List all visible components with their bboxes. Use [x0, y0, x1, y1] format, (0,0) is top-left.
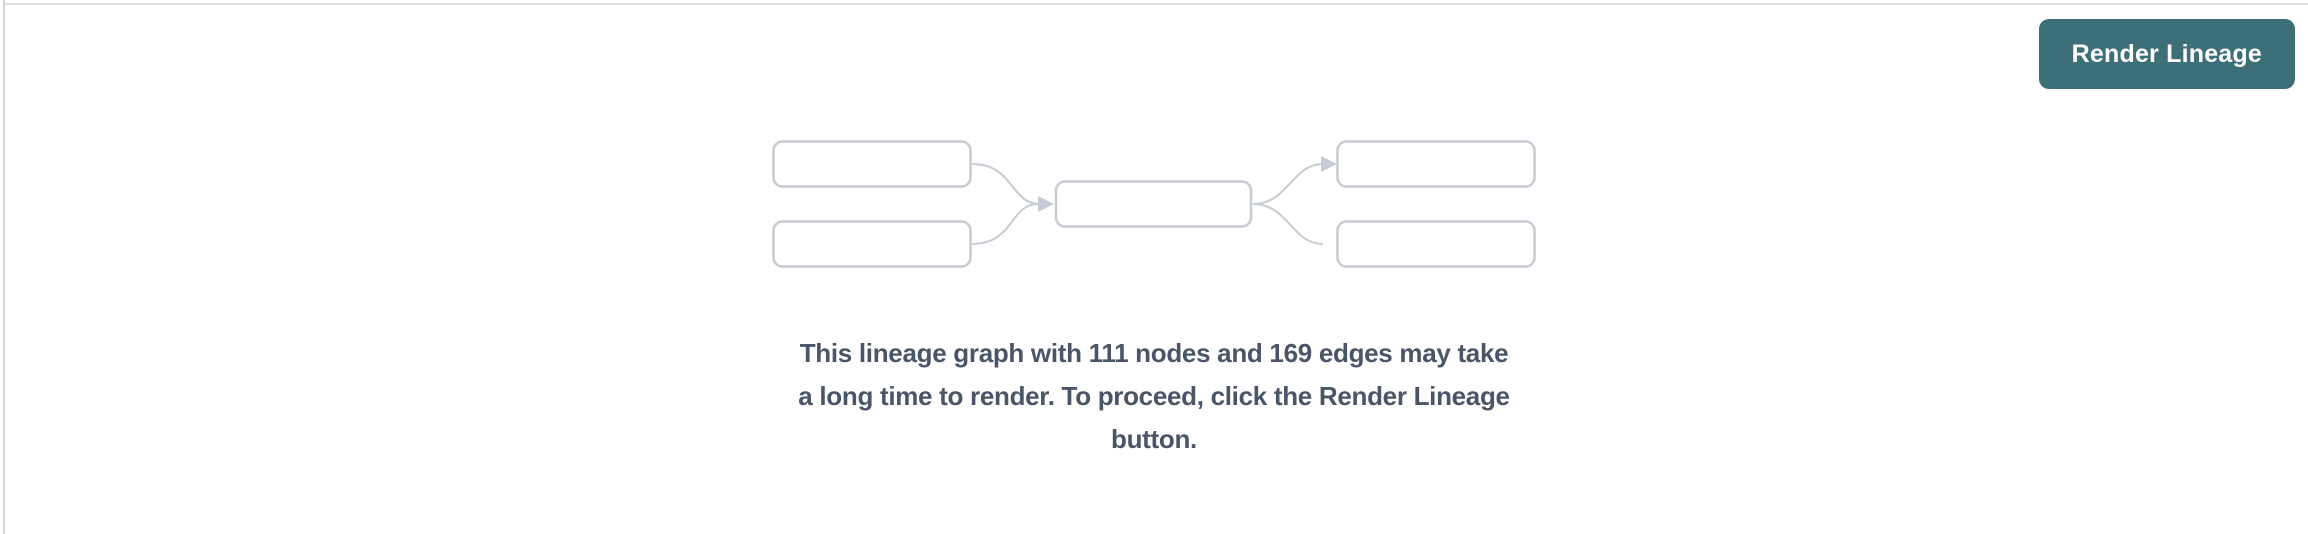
panel-top-border [5, 3, 2308, 5]
placeholder-node-middle [1054, 180, 1253, 228]
placeholder-node-downstream-bottom [1336, 220, 1536, 268]
placeholder-node-downstream-top [1336, 140, 1536, 188]
placeholder-node-upstream-top [772, 140, 972, 188]
placeholder-edge-upstream-top [971, 163, 1054, 212]
placeholder-edge-downstream-top [1252, 156, 1337, 205]
placeholder-edge-upstream-bottom [971, 203, 1039, 245]
render-warning-line-1: This lineage graph with 111 nodes and 16… [799, 338, 1509, 368]
lineage-empty-state: This lineage graph with 111 nodes and 16… [772, 140, 1536, 461]
placeholder-edge-downstream-bottom [1252, 203, 1324, 245]
placeholder-node-upstream-bottom [772, 220, 972, 268]
lineage-placeholder-illustration [772, 140, 1536, 268]
render-warning-line-3: button. [1111, 424, 1197, 454]
panel-left-border [3, 0, 5, 534]
render-warning-line-2: a long time to render. To proceed, click… [798, 381, 1510, 411]
render-warning-message: This lineage graph with 111 nodes and 16… [798, 332, 1510, 461]
render-lineage-button[interactable]: Render Lineage [2038, 19, 2295, 89]
